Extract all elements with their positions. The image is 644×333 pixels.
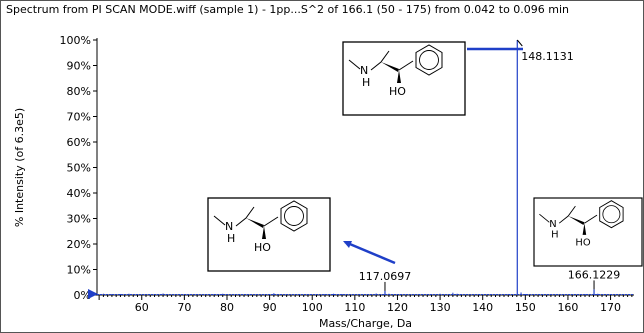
- structure-label-ho: HO: [254, 241, 271, 254]
- y-axis-title: % Intensity (of 6.3e5): [13, 108, 26, 227]
- structure-label-h: H: [227, 232, 235, 245]
- wedge-bond: [582, 223, 587, 235]
- y-tick-label: 70%: [67, 111, 91, 124]
- y-tick-label: 80%: [67, 85, 91, 98]
- y-tick-label: 20%: [67, 238, 91, 251]
- structure-label-ho: HO: [389, 85, 406, 98]
- y-tick-label: 60%: [67, 136, 91, 149]
- x-tick-label: 100: [302, 301, 323, 314]
- y-tick-label: 40%: [67, 187, 91, 200]
- y-tick-label: 10%: [67, 264, 91, 277]
- wedge-bond: [262, 226, 266, 239]
- x-tick-label: 160: [557, 301, 578, 314]
- bond: [584, 214, 598, 224]
- x-tick-label: 130: [430, 301, 451, 314]
- peak-label: 148.1131: [521, 50, 574, 63]
- x-tick-label: 90: [263, 301, 277, 314]
- x-tick-label: 80: [220, 301, 234, 314]
- x-tick-label: 60: [135, 301, 149, 314]
- structure-label-n: N: [549, 219, 556, 230]
- bond: [348, 59, 361, 70]
- annotation-arrowhead: [343, 241, 352, 248]
- major-peaks: [384, 40, 595, 295]
- x-tick-label: 150: [515, 301, 536, 314]
- wedge-bond: [397, 70, 401, 83]
- structure-diagram: NH HO: [207, 197, 331, 272]
- wedge-bond: [381, 62, 399, 72]
- structure-label-n: N: [360, 64, 368, 77]
- y-tick-label: 0%: [74, 289, 91, 302]
- annotation-pointer: [344, 240, 396, 265]
- structure-box: [533, 197, 643, 267]
- minor-peaks: [97, 292, 634, 295]
- aromatic-circle: [602, 205, 621, 224]
- x-tick-label: 70: [177, 301, 191, 314]
- y-tick-label: 50%: [67, 162, 91, 175]
- aromatic-circle: [419, 50, 439, 70]
- benzene-ring: [280, 200, 308, 232]
- bond: [558, 205, 576, 224]
- peak-labels: 148.1131 117.0697 166.1229: [359, 39, 621, 291]
- baseline-marker-icon: [88, 289, 98, 299]
- x-axis-title: Mass/Charge, Da: [319, 317, 412, 330]
- peak-label: 166.1229: [568, 268, 621, 281]
- structure-label-h: H: [362, 76, 370, 89]
- y-tick-label: 30%: [67, 213, 91, 226]
- structure-diagram: NH HO: [342, 41, 466, 116]
- x-tick-label: 170: [600, 301, 621, 314]
- structure-box: [207, 197, 331, 272]
- peak-label: 117.0697: [359, 270, 412, 283]
- benzene-ring: [415, 44, 443, 76]
- structure-label-ho: HO: [575, 238, 590, 249]
- bond: [398, 60, 414, 71]
- aromatic-circle: [284, 206, 304, 226]
- wedge-bond: [568, 216, 585, 225]
- structure-label-n: N: [225, 220, 233, 233]
- wedge-bond: [246, 218, 264, 228]
- peak-label-tick: [516, 39, 523, 47]
- chart-title: Spectrum from PI SCAN MODE.wiff (sample …: [6, 3, 570, 16]
- bond: [539, 213, 550, 223]
- structure-diagram: NH HO: [533, 197, 643, 267]
- benzene-ring: [599, 200, 624, 229]
- x-axis: 60 70 80 90 100 110 120 130 140 150 160 170: [97, 294, 634, 314]
- y-tick-label: 100%: [60, 34, 91, 47]
- bond: [213, 215, 226, 226]
- structure-box: [342, 41, 466, 116]
- x-tick-label: 120: [387, 301, 408, 314]
- x-tick-label: 140: [472, 301, 493, 314]
- y-axis: 0% 10% 20% 30% 40% 50% 60% 70% 80% 90% 100%: [60, 34, 98, 302]
- bond: [263, 216, 279, 227]
- y-tick-label: 90%: [67, 60, 91, 73]
- structure-label-h: H: [551, 230, 558, 241]
- x-tick-label: 110: [344, 301, 365, 314]
